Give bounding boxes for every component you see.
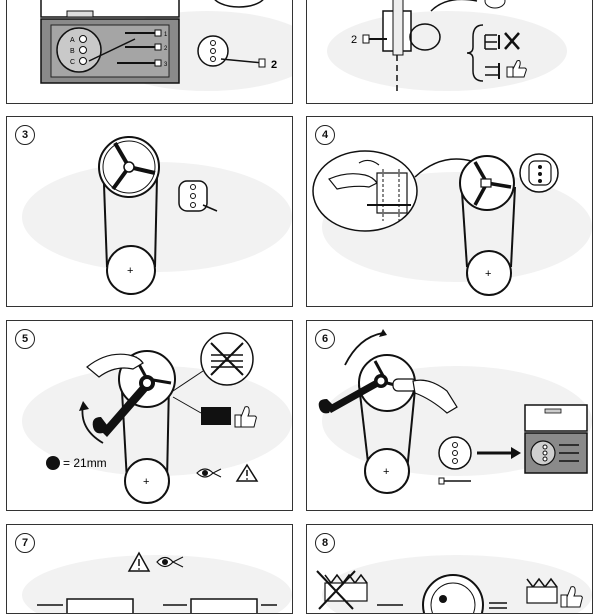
correct-belt-detail xyxy=(201,407,231,425)
step-number-badge: 4 xyxy=(315,125,335,145)
hand-icon xyxy=(328,159,380,190)
crankshaft-pulley xyxy=(364,448,410,494)
gauge-right xyxy=(190,598,258,613)
wrench-size-label: = 21mm xyxy=(46,456,107,470)
panel-step-8: 8 xyxy=(306,524,593,614)
panel-step-4-illustration: + xyxy=(312,150,592,296)
center-mark: + xyxy=(143,476,149,488)
step-number-badge: 5 xyxy=(15,329,35,349)
step-number-badge: 8 xyxy=(315,533,335,553)
belt-right xyxy=(154,176,158,268)
svg-text:= 21mm: = 21mm xyxy=(63,456,107,470)
center-mark: + xyxy=(127,265,133,277)
step-number-badge: 6 xyxy=(315,329,335,349)
panel-step-6: 6 + xyxy=(306,320,593,511)
rotation-arrow xyxy=(344,332,384,366)
tool-box-hinge xyxy=(66,10,94,18)
timing-tool xyxy=(438,436,472,470)
hole-label-b: B xyxy=(70,48,75,55)
cross-icon xyxy=(504,32,520,50)
plate-hole-a xyxy=(79,35,87,43)
belt-left xyxy=(358,384,370,472)
belt-right xyxy=(406,388,416,472)
callout-number: 2 xyxy=(351,34,357,46)
tool-number-2: 2 xyxy=(164,46,168,52)
panel-step-7-illustration xyxy=(22,551,292,613)
correct-option xyxy=(485,63,500,79)
panel-step-3-illustration: + xyxy=(22,136,292,295)
watermark-shape xyxy=(327,11,567,91)
hole-label-c: C xyxy=(70,59,75,66)
thumbs-up-icon xyxy=(234,406,257,428)
plate-hole-b xyxy=(79,46,87,54)
center-mark: + xyxy=(383,466,389,478)
watermark-shape xyxy=(22,366,292,476)
detail-pin xyxy=(220,58,264,64)
pin-icon xyxy=(117,29,162,67)
bracket-pin-column xyxy=(392,0,404,56)
panel-step-3: 3 + xyxy=(6,116,293,307)
tool-number-3: 3 xyxy=(164,62,168,68)
callout-number: 2 xyxy=(271,59,277,71)
belt-wrong xyxy=(324,573,368,585)
hand-icon xyxy=(392,378,458,414)
zoom-arrow xyxy=(430,0,478,12)
step-number-badge: 7 xyxy=(15,533,35,553)
crankshaft-pulley xyxy=(124,458,170,504)
panel-step-6-illustration: + xyxy=(318,329,592,494)
hole-label-a: A xyxy=(70,37,75,44)
panel-step-7: 7 xyxy=(6,524,293,614)
panel-step-2: 2 xyxy=(306,0,593,104)
belt-right xyxy=(510,186,516,268)
hand-icon xyxy=(86,353,144,378)
tensioner-bracket xyxy=(376,172,408,214)
crankshaft-pulley xyxy=(106,245,156,295)
panel-step-1-illustration: A B C 1 2 3 2 xyxy=(40,0,292,91)
detail-circle-top xyxy=(214,0,264,8)
choice-brace xyxy=(466,24,484,82)
thumbs-up-icon xyxy=(506,60,527,78)
belt-right xyxy=(166,382,170,482)
warning-triangle-icon xyxy=(127,551,151,572)
panel-step-5: 5 + xyxy=(6,320,293,511)
belt-correct xyxy=(526,577,558,589)
tool-number-1: 1 xyxy=(164,32,168,38)
eye-icon xyxy=(196,468,222,478)
panel-step-8-illustration xyxy=(316,555,592,613)
panel-step-5-illustration: + = 21mm xyxy=(22,332,292,504)
crankshaft-pulley xyxy=(466,250,512,296)
gauge-left xyxy=(66,598,134,613)
warning-triangle-icon xyxy=(235,463,259,482)
panel-step-2-illustration: 2 xyxy=(327,0,567,91)
plate-hole-c xyxy=(79,57,87,65)
wrong-option xyxy=(484,34,500,50)
wrench-icon xyxy=(92,375,155,437)
tool-box-lid xyxy=(40,0,180,18)
panel-step-4: 4 + xyxy=(306,116,593,307)
timing-tool xyxy=(178,180,218,212)
wrench-icon xyxy=(318,374,388,414)
pointer-line xyxy=(88,38,136,62)
detail-small xyxy=(484,0,506,9)
center-mark: + xyxy=(485,268,491,280)
panel-step-1: A B C 1 2 3 2 xyxy=(6,0,293,104)
step-number-badge: 3 xyxy=(15,125,35,145)
zoom-circle xyxy=(409,23,441,51)
eye-icon xyxy=(156,556,184,568)
cross-icon xyxy=(210,342,244,376)
